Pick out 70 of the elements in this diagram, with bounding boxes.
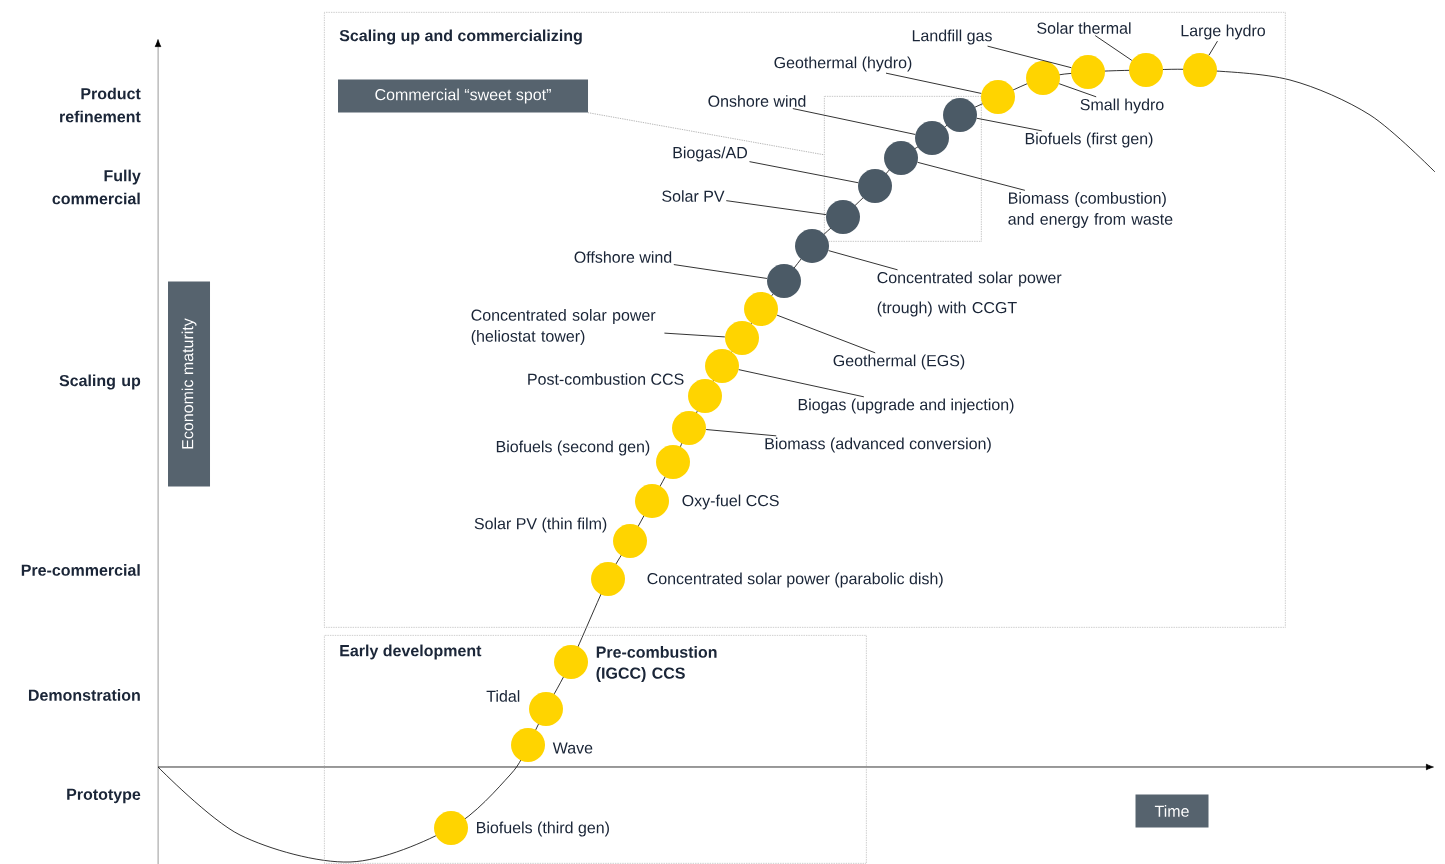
axis-label: Scaling up <box>59 374 141 390</box>
technology-dot <box>915 121 949 155</box>
technology-label: Onshore wind <box>708 95 806 107</box>
technology-dot <box>1071 55 1105 89</box>
technology-label: Wave <box>552 742 593 754</box>
technology-dot <box>858 169 892 203</box>
technology-dot <box>884 141 918 175</box>
technology-dot <box>795 229 829 263</box>
technology-dot <box>981 80 1015 114</box>
technology-label: Concentrated solar power (heliostat tower) <box>471 309 656 345</box>
leader-line <box>976 117 1043 132</box>
leader-line <box>673 264 768 279</box>
leader-line <box>1094 35 1133 61</box>
technology-label: Biofuels (third gen) <box>477 821 609 837</box>
axis-label: Pre-commercial <box>21 564 140 576</box>
technology-label: Small hydro <box>1080 98 1164 114</box>
technology-dot <box>1129 53 1163 87</box>
leader-line <box>1058 83 1097 98</box>
leader-line <box>587 112 825 156</box>
axis-label: Product refinement <box>60 87 141 123</box>
technology-label: Post-combustion CCS <box>528 373 684 385</box>
technology-dot <box>744 292 778 326</box>
technology-dot <box>767 264 801 298</box>
label-box: Economic maturity <box>168 281 210 487</box>
technology-label: Oxy-fuel CCS <box>682 494 779 510</box>
technology-dot <box>1026 61 1060 95</box>
leader-line <box>664 332 726 338</box>
technology-label: Biogas (upgrade and injection) <box>798 398 1014 414</box>
leader-line <box>828 250 898 271</box>
leader-line <box>776 314 876 354</box>
technology-dot <box>725 321 759 355</box>
region-heading: Scaling up and commercializing <box>339 29 582 45</box>
technology-label: Geothermal (EGS) <box>833 354 965 370</box>
technology-dot <box>672 411 706 445</box>
technology-label: Solar PV (thin film) <box>474 517 607 533</box>
leader-line <box>749 161 859 184</box>
technology-label: Concentrated solar power (parabolic dish) <box>647 572 943 588</box>
leader-line <box>1208 40 1218 56</box>
technology-label: Biogas/AD <box>673 146 748 162</box>
technology-label: Pre-combustion (IGCC) CCS <box>596 646 717 682</box>
leader-line <box>738 369 865 398</box>
technology-label: Landfill gas <box>912 29 992 45</box>
leader-line <box>725 200 827 215</box>
label-box: Time <box>1135 794 1209 828</box>
axis-label: Fully commercial <box>52 169 141 205</box>
dotted-box <box>824 96 982 242</box>
leader-line <box>705 429 777 437</box>
leader-line <box>917 161 1026 191</box>
technology-label: Large hydro <box>1181 24 1265 40</box>
technology-dot <box>826 200 860 234</box>
technology-label: Geothermal (hydro) <box>774 56 912 72</box>
region-heading: Early development <box>340 644 482 660</box>
axis-label: Demonstration <box>29 689 140 701</box>
technology-dot <box>943 98 977 132</box>
technology-label: Biomass (combustion) and energy from waste <box>1008 192 1173 228</box>
technology-dot <box>1183 53 1217 87</box>
technology-dot <box>705 349 739 383</box>
technology-label: Biomass (advanced conversion) <box>765 437 991 453</box>
leader-line <box>792 108 916 135</box>
technology-label: Offshore wind <box>574 251 672 263</box>
technology-label: Biofuels (second gen) <box>496 440 650 456</box>
technology-label: Biofuels (first gen) <box>1025 132 1153 148</box>
technology-label: Concentrated solar power (trough) with CCGT <box>877 271 1062 317</box>
axis-label: Prototype <box>67 788 141 804</box>
technology-label: Tidal <box>486 690 520 702</box>
label-box: Commercial “sweet spot” <box>338 79 588 113</box>
technology-label: Solar PV <box>662 190 725 202</box>
technology-label: Solar thermal <box>1037 22 1131 34</box>
leader-line <box>885 72 982 94</box>
leader-line <box>987 45 1072 69</box>
